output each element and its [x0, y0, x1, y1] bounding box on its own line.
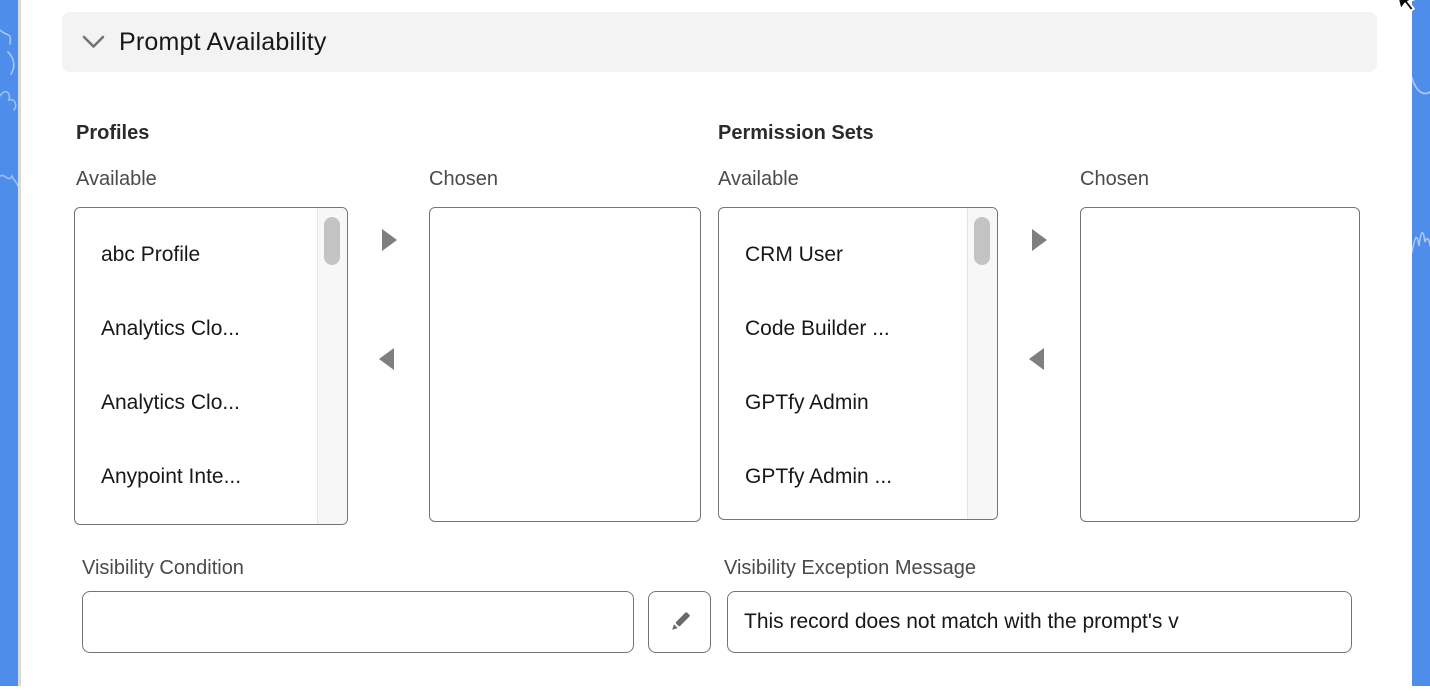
profiles-move-left-button[interactable] [378, 347, 395, 371]
section-header-prompt-availability[interactable]: Prompt Availability [62, 12, 1377, 72]
scrollbar-thumb[interactable] [974, 217, 990, 265]
list-option[interactable]: GPTfy Admin ... [745, 465, 893, 488]
left-blue-border [0, 0, 19, 686]
visibility-exception-message-value: This record does not match with the prom… [744, 610, 1179, 633]
profiles-group-label: Profiles [76, 122, 150, 144]
visibility-condition-input[interactable] [82, 591, 634, 653]
permission-sets-move-right-button[interactable] [1031, 228, 1048, 252]
visibility-exception-message-input[interactable]: This record does not match with the prom… [727, 591, 1352, 653]
list-option[interactable]: GPTfy Admin [745, 391, 869, 414]
profiles-move-right-button[interactable] [381, 228, 398, 252]
profiles-available-label: Available [76, 168, 157, 190]
permission-sets-chosen-label: Chosen [1080, 168, 1149, 190]
edit-visibility-condition-button[interactable] [648, 591, 711, 653]
scrollbar-thumb[interactable] [324, 217, 340, 265]
profiles-chosen-options [430, 208, 698, 519]
permission-sets-available-scrollbar[interactable] [967, 208, 997, 519]
triangle-left-icon [379, 348, 394, 370]
right-blue-border [1411, 0, 1430, 686]
mouse-cursor [1394, 0, 1416, 12]
triangle-left-icon [1029, 348, 1044, 370]
chevron-down-icon[interactable] [82, 35, 105, 49]
visibility-exception-message-label: Visibility Exception Message [724, 557, 976, 579]
permission-sets-available-label: Available [718, 168, 799, 190]
section-title: Prompt Availability [119, 27, 327, 56]
permission-sets-chosen-listbox[interactable] [1080, 207, 1360, 522]
visibility-condition-label: Visibility Condition [82, 557, 244, 579]
right-strip-pattern [1411, 77, 1430, 253]
list-option[interactable]: Anypoint Inte... [101, 465, 242, 488]
profiles-chosen-label: Chosen [429, 168, 498, 190]
list-option[interactable]: abc Profile [101, 243, 201, 266]
left-strip-pattern [0, 28, 19, 187]
permission-sets-group-label: Permission Sets [718, 122, 874, 144]
pencil-icon [671, 612, 690, 630]
list-option[interactable]: Analytics Clo... [101, 317, 240, 340]
list-option[interactable]: Analytics Clo... [101, 391, 240, 414]
left-strip-divider [18, 0, 21, 686]
permission-sets-chosen-options [1081, 208, 1357, 519]
profiles-available-scrollbar[interactable] [317, 208, 347, 524]
profiles-chosen-listbox[interactable] [429, 207, 701, 522]
triangle-right-icon [382, 229, 397, 251]
list-option[interactable]: CRM User [745, 243, 843, 266]
triangle-right-icon [1032, 229, 1047, 251]
list-option[interactable]: Code Builder ... [745, 317, 890, 340]
permission-sets-move-left-button[interactable] [1028, 347, 1045, 371]
